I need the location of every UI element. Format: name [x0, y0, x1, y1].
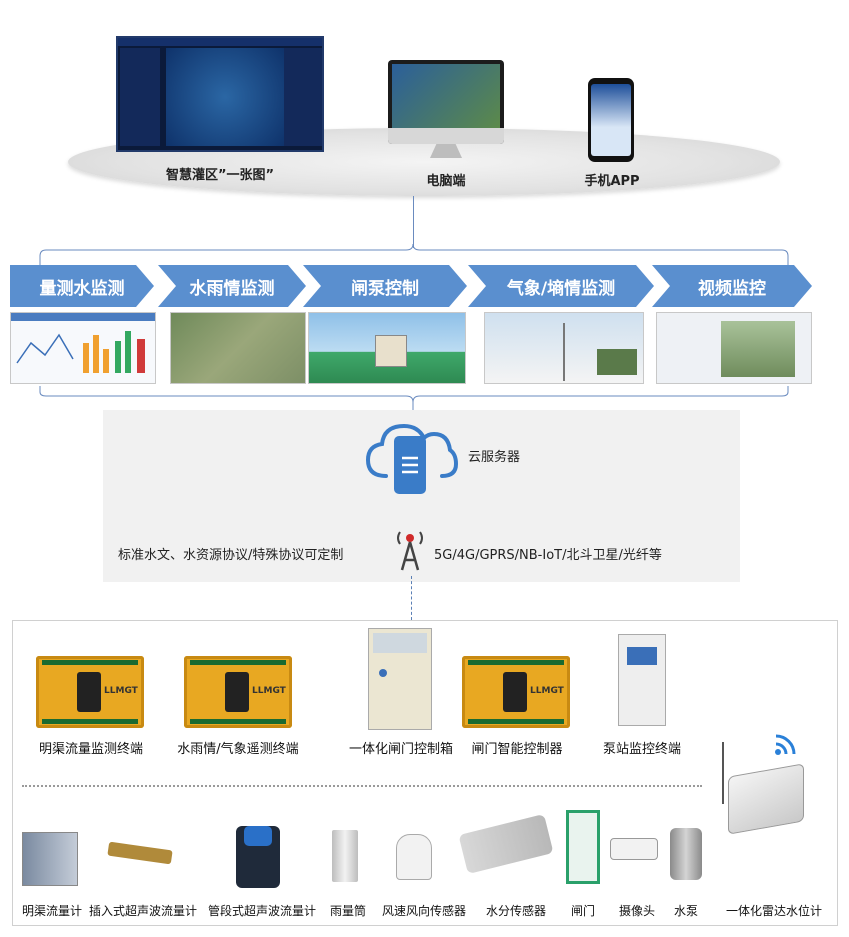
sensor-label: 闸门: [570, 904, 595, 918]
radar-antenna: [722, 742, 724, 804]
module-label: 量测水监测: [39, 278, 125, 299]
wifi-icon: [775, 734, 796, 755]
terminal-label: 水雨情/气象遥测终端: [177, 742, 299, 757]
big-screen-image: [116, 36, 324, 152]
weather-screenshot: [484, 312, 644, 384]
cloud-server-label: 云服务器: [468, 450, 521, 465]
map-screenshot: [170, 312, 306, 384]
module-chevron-2: 水雨情监测: [158, 265, 306, 307]
protocol-label: 标准水文、水资源协议/特殊协议可定制: [118, 548, 344, 563]
terminal-brand: LLMGT: [104, 686, 138, 696]
module-label: 水雨情监测: [189, 278, 275, 299]
network-label: 5G/4G/GPRS/NB-IoT/北斗卫星/光纤等: [434, 548, 662, 563]
gate-image: [566, 810, 600, 884]
network-connector: [411, 576, 412, 620]
sensor-label: 雨量筒: [329, 904, 366, 918]
module-label: 闸泵控制: [351, 278, 419, 299]
gate-control-box-image: [368, 628, 432, 730]
section-divider: [22, 785, 702, 787]
camera-image: [610, 838, 658, 860]
terminal-label: 明渠流量监测终端: [38, 742, 143, 757]
terminal-label: 一体化闸门控制箱: [348, 742, 453, 757]
wind-sensor-image: [396, 834, 432, 880]
phone-image: [588, 78, 634, 162]
sensor-label: 摄像头: [618, 904, 655, 918]
pc-monitor-image: [388, 60, 504, 144]
sensor-label: 风速风向传感器: [381, 904, 466, 918]
top-bracket: [39, 243, 789, 268]
gate-screenshot: [308, 312, 466, 384]
pipe-ultrasonic-flowmeter-image: [236, 826, 280, 888]
app-label: 手机APP: [584, 174, 640, 189]
sensor-label: 插入式超声波流量计: [88, 904, 197, 918]
terminal-label: 闸门智能控制器: [471, 742, 563, 757]
big-screen-label: 智慧灌区”一张图”: [165, 168, 275, 183]
sensor-label: 水泵: [673, 904, 698, 918]
sensor-label: 水分传感器: [485, 904, 546, 918]
module-label: 视频监控: [698, 278, 766, 299]
monitor-stand: [430, 144, 462, 158]
radar-label: 一体化雷达水位计: [725, 904, 822, 918]
video-screenshot: [656, 312, 812, 384]
module-chevron-3: 闸泵控制: [303, 265, 467, 307]
terminal-image: LLMGT: [184, 656, 292, 728]
connector-line: [413, 196, 414, 248]
terminal-brand: LLMGT: [252, 686, 286, 696]
channel-flowmeter-image: [22, 832, 78, 886]
sensor-label: 明渠流量计: [21, 904, 82, 918]
chart-screenshot: [10, 312, 156, 384]
terminal-image: LLMGT: [36, 656, 144, 728]
cloud-server-icon: [365, 423, 458, 494]
terminal-label: 泵站监控终端: [602, 742, 681, 757]
module-chevron-4: 气象/墒情监测: [468, 265, 654, 307]
module-chevron-5: 视频监控: [652, 265, 812, 307]
pump-image: [670, 828, 702, 880]
module-label: 气象/墒情监测: [506, 278, 616, 299]
terminal-brand: LLMGT: [530, 686, 564, 696]
pc-label: 电脑端: [426, 174, 466, 189]
pump-station-cabinet-image: [618, 634, 666, 726]
terminal-image: LLMGT: [462, 656, 570, 728]
sensor-label: 管段式超声波流量计: [207, 904, 316, 918]
antenna-icon: [397, 531, 423, 571]
rain-gauge-image: [332, 830, 358, 882]
module-chevron-1: 量测水监测: [10, 265, 154, 307]
